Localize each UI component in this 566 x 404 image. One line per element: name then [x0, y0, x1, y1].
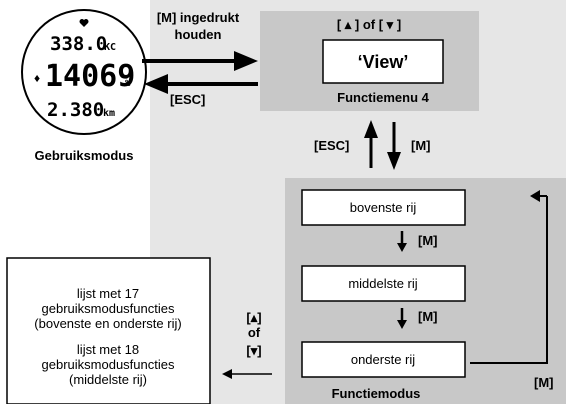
list-17-line3: (bovenste en onderste rij) [34, 316, 181, 331]
esc-left-label: [ESC] [170, 92, 205, 107]
row-bot-box [301, 341, 466, 378]
watch-row-bot-unit: km [103, 108, 115, 119]
menu4-view-text: ‘View’ [358, 52, 409, 72]
row-top-box [301, 189, 466, 226]
menu4-header: [ ▴ ] of [ ▾ ] [337, 17, 401, 32]
esc-vertical-label: [ESC] [314, 138, 349, 153]
m-vertical-label: [M] [411, 138, 431, 153]
list-17-line2: gebruiksmodusfuncties [42, 301, 175, 316]
hold-m-label-line1: [M] ingedrukt [157, 10, 240, 25]
heart-icon [79, 19, 89, 27]
updown-label-line2: of [248, 325, 261, 340]
row-mid-text: middelste rij [348, 276, 417, 291]
hold-m-label-line2: houden [175, 27, 222, 42]
loop-arrow [470, 190, 548, 364]
updown-label-line3: [▾] [246, 343, 261, 358]
m-loop-label: [M] [534, 375, 554, 390]
arrow-up-esc [364, 120, 378, 168]
arrow-to-menu [142, 51, 258, 71]
watch-label: Gebruiksmodus [35, 148, 134, 163]
m-step1-label: [M] [418, 233, 438, 248]
watch-row-mid-unit: % [125, 79, 131, 89]
watch-display: 338.0 KC ♦ 14069 % 2.380 km [21, 9, 147, 135]
watch-row-bot: 2.380 [47, 99, 104, 121]
arrow-down-m [387, 122, 401, 170]
arrow-to-list [222, 369, 272, 379]
row-top-text: bovenste rij [350, 200, 417, 215]
m-step2-label: [M] [418, 309, 438, 324]
list-box [6, 257, 211, 404]
list-17-line1: lijst met 17 [77, 286, 139, 301]
menu4-view-box [322, 39, 444, 84]
row-bot-text: onderste rij [351, 352, 415, 367]
watch-row-top-unit: KC [104, 42, 116, 53]
watch-row-top: 338.0 [50, 33, 107, 55]
function-mode-caption: Functiemodus [332, 386, 421, 401]
menu4-caption: Functiemenu 4 [337, 90, 430, 105]
bullet-icon: ♦ [34, 71, 40, 85]
row-mid-box [301, 265, 466, 302]
list-18-line3: (middelste rij) [69, 372, 147, 387]
watch-row-mid: 14069 [45, 59, 135, 94]
arrow-step1 [397, 231, 407, 252]
list-18-line2: gebruiksmodusfuncties [42, 357, 175, 372]
updown-label-line1: [▴] [246, 310, 261, 325]
arrow-back-esc [144, 74, 258, 94]
watch-face [21, 9, 147, 135]
list-18-line1: lijst met 18 [77, 342, 139, 357]
arrow-step2 [397, 308, 407, 329]
